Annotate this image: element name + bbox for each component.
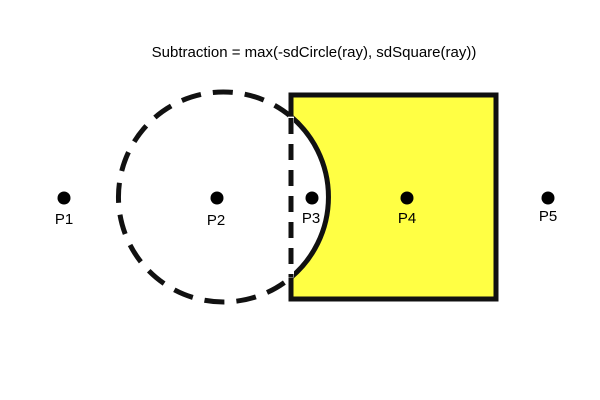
point-p1: P1 [55,191,73,228]
point-p5-dot [541,191,555,205]
point-p2-dot [210,191,224,205]
point-p4-dot [400,191,414,205]
point-p2: P2 [207,191,225,229]
point-p1-label: P1 [55,211,73,228]
point-p5-label: P5 [539,208,557,225]
circle-dashed-arc [115,89,293,305]
point-p3-dot [305,191,319,205]
point-p3: P3 [302,191,320,227]
point-p2-label: P2 [207,212,225,229]
circle-solid-arc [289,114,331,280]
point-p5: P5 [539,191,557,225]
point-p4: P4 [398,191,416,227]
point-p1-dot [57,191,71,205]
point-p3-label: P3 [302,210,320,227]
diagram-title: Subtraction = max(-sdCircle(ray), sdSqua… [152,44,477,61]
point-p4-label: P4 [398,210,416,227]
